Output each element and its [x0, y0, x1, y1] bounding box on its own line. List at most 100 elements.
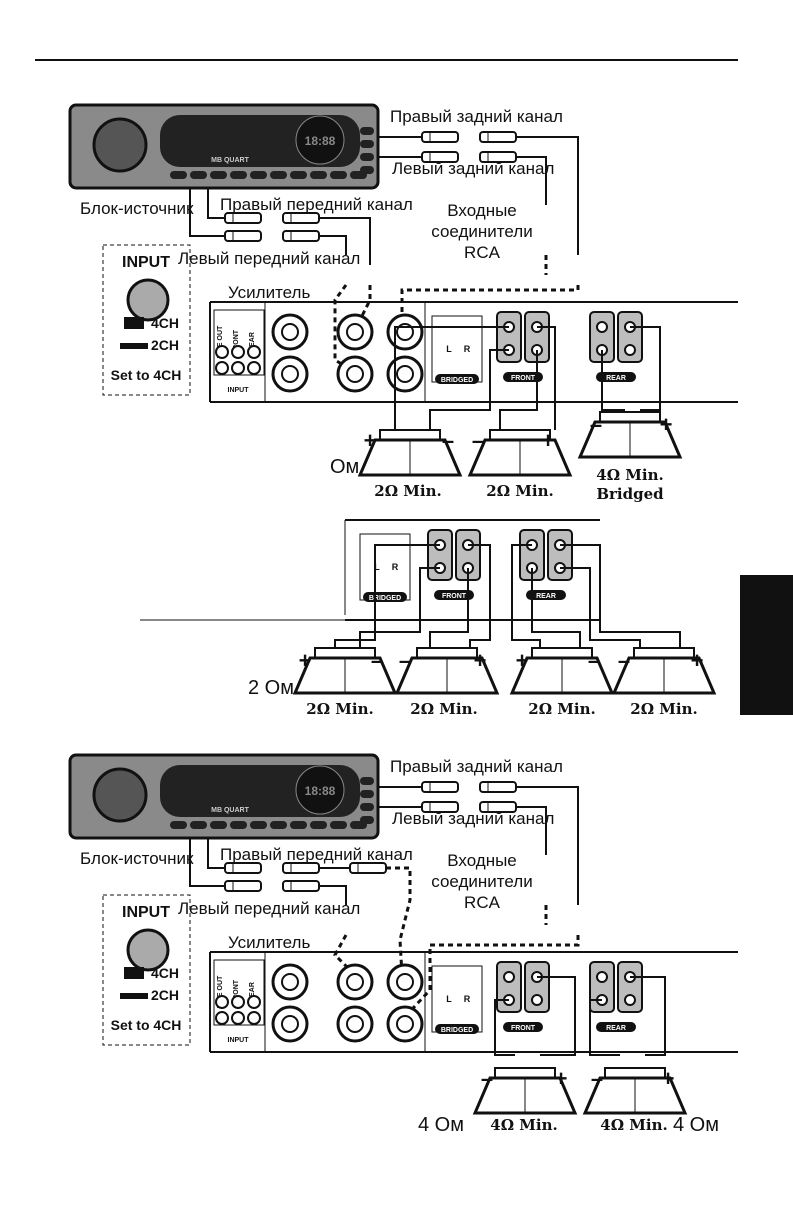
power-terminal-core: [281, 323, 299, 341]
preset-button: [250, 171, 267, 179]
preset-button: [170, 821, 187, 829]
power-terminal-core: [346, 323, 364, 341]
speaker-wire: [601, 350, 625, 411]
signal-path: [333, 934, 357, 977]
cable: [516, 136, 579, 255]
label-source: Блок-источник: [80, 199, 194, 218]
brand-logo: MB QUART: [211, 807, 249, 814]
cable: [516, 806, 547, 855]
panel-label-front: FRONT: [233, 979, 240, 1004]
label-front-right: Правый передний канал: [220, 195, 413, 214]
rca-jack: [231, 1011, 245, 1025]
input-switch-box: [102, 244, 191, 396]
rear-terminals: [617, 961, 643, 1013]
rca-jack: [215, 1011, 229, 1025]
speaker-wire: [560, 544, 681, 648]
front-terminals-label: FRONT: [511, 375, 536, 382]
speaker-rating: 2Ω Min.: [374, 482, 442, 500]
input-box-title: INPUT: [122, 254, 170, 271]
power-terminal-core: [396, 973, 414, 991]
ohm-label: 4 Ом: [673, 1114, 719, 1136]
brand-logo: MB QUART: [211, 157, 249, 164]
function-button: [360, 803, 374, 811]
preset-button: [190, 171, 207, 179]
rca-input-panel: [213, 309, 265, 376]
ohm-label: 2 Ом: [248, 677, 294, 699]
switch-4ch-icon: [124, 967, 144, 979]
power-terminal-core: [396, 1015, 414, 1033]
function-button: [360, 816, 374, 824]
rca-jack: [215, 361, 229, 375]
preset-button: [210, 171, 227, 179]
front-terminals-badge: [503, 372, 543, 382]
input-switch: [126, 278, 170, 322]
rca-plug: [479, 131, 517, 143]
power-terminal-core: [346, 1015, 364, 1033]
power-terminal-core: [346, 973, 364, 991]
clock-display: [295, 765, 345, 815]
preset-button: [330, 171, 347, 179]
input-note: Set to 4CH: [110, 1017, 182, 1033]
rear-terminals-badge: [596, 1022, 636, 1032]
panel-label-rear: REAR: [249, 982, 256, 1002]
rear-terminals-badge: [596, 372, 636, 382]
preset-button: [230, 821, 247, 829]
speaker-terminal: [503, 971, 515, 983]
label-rear-left: Левый задний канал: [392, 159, 555, 178]
speaker-terminal: [596, 321, 608, 333]
bridged-label: BRIDGED: [369, 595, 401, 602]
preset-button: [290, 821, 307, 829]
bridged-badge: [435, 374, 479, 384]
speaker-terminal: [596, 971, 608, 983]
bridged-badge: [435, 1024, 479, 1034]
rca-jack: [231, 345, 245, 359]
input-switch-box: [102, 894, 191, 1046]
preset-button: [270, 821, 287, 829]
volume-knob: [92, 767, 148, 823]
front-terminals-badge: [503, 1022, 543, 1032]
minus-sign: –: [442, 428, 454, 453]
cable: [516, 786, 579, 905]
rca-jack: [215, 995, 229, 1009]
speaker-terminal: [624, 994, 636, 1006]
speaker-wire: [511, 544, 541, 648]
option-4ch: 4CH: [151, 315, 180, 331]
rca-plug: [224, 212, 262, 224]
rear-terminals-label: REAR: [606, 1025, 626, 1032]
power-terminal-core: [281, 1015, 299, 1033]
front-terminals-label: FRONT: [511, 1025, 536, 1032]
preset-button: [230, 171, 247, 179]
front-terminals-badge: [434, 590, 474, 600]
speaker-rating: 2Ω Min.: [528, 700, 596, 718]
bridged-guide: [359, 533, 411, 601]
speaker-rating: 2Ω Min.: [410, 700, 478, 718]
speaker-wire: [429, 568, 469, 648]
speaker-rating: 4Ω Min.: [600, 1116, 668, 1134]
label-amplifier: Усилитель: [228, 283, 311, 302]
front-terminals-label: FRONT: [442, 593, 467, 600]
panel-label-rear: REAR: [249, 332, 256, 352]
label-rca-1: Входные: [447, 201, 517, 220]
label-source: Блок-источник: [80, 849, 194, 868]
panel-label-input: INPUT: [228, 1037, 250, 1044]
cable: [189, 188, 225, 237]
label-amplifier: Усилитель: [228, 933, 311, 952]
panel-label-front: FRONT: [233, 329, 240, 354]
ohm-label: 4 Ом: [418, 1114, 464, 1136]
panel-label-line_out: LINE OUT: [217, 325, 224, 358]
rca-jack: [247, 345, 261, 359]
speaker-wire: [560, 567, 641, 648]
cable: [319, 217, 371, 265]
rear-terminals: [617, 311, 643, 363]
label-rca-3: RCA: [464, 893, 500, 912]
preset-button: [250, 821, 267, 829]
label-rca-2: соединители: [431, 872, 533, 891]
preset-button: [330, 821, 347, 829]
rca-plug: [421, 131, 459, 143]
rca-plug: [224, 880, 262, 892]
switch-4ch-icon: [124, 317, 144, 329]
bridged-label: BRIDGED: [441, 377, 473, 384]
signal-path: [386, 866, 412, 976]
speaker-wire: [630, 326, 661, 411]
